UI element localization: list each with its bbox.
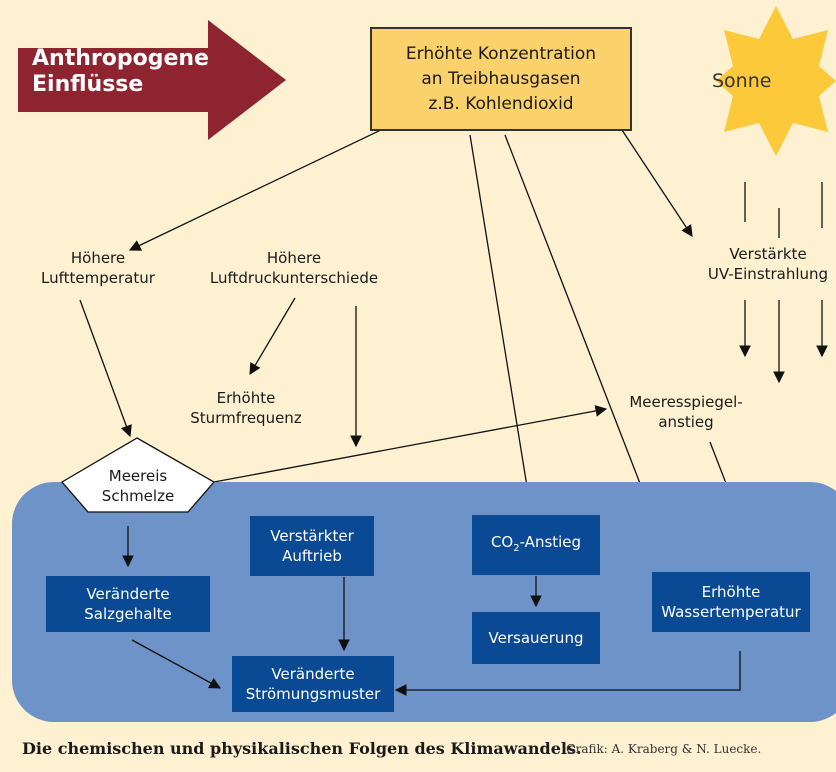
sea-ice-label: Meereis Schmelze <box>88 466 188 506</box>
sea-ice-line-1: Meereis <box>108 467 168 485</box>
air-temp-label: Höhere Lufttemperatur <box>38 248 158 288</box>
acidification-box: Versauerung <box>472 612 600 664</box>
storm-line-1: Erhöhte <box>216 389 276 407</box>
sun-label: Sonne <box>712 70 772 92</box>
co2-label: CO2-Anstieg <box>491 532 581 559</box>
storm-line-2: Sturmfrequenz <box>190 409 302 427</box>
concentration-line-1: Erhöhte Konzentration <box>405 43 597 64</box>
credit: Grafik: A. Kraberg & N. Luecke. <box>566 742 762 756</box>
uv-line-2: UV-Einstrahlung <box>707 265 829 283</box>
sea-ice-line-2: Schmelze <box>101 487 175 505</box>
salinity-box: Veränderte Salzgehalte <box>46 576 210 632</box>
currents-box: Veränderte Strömungsmuster <box>232 656 394 712</box>
storm-label: Erhöhte Sturmfrequenz <box>176 388 316 428</box>
caption: Die chemischen und physikalischen Folgen… <box>22 739 582 758</box>
arrow-sea-ice-to-sea-level <box>213 405 608 483</box>
air-pressure-label: Höhere Luftdruckunterschiede <box>196 248 392 288</box>
sea-ice-shape <box>60 437 216 513</box>
air-temp-line-2: Lufttemperatur <box>41 269 155 287</box>
sun-icon <box>716 6 836 156</box>
salinity-line-2: Salzgehalte <box>84 605 172 623</box>
influence-line-1: Anthropogene <box>32 46 209 71</box>
concentration-box: Erhöhte Konzentration an Treibhausgasen … <box>370 27 632 131</box>
co2-suffix: -Anstieg <box>519 532 582 551</box>
ocean-area <box>12 482 836 722</box>
arrow-water-temp-to-currents <box>394 651 741 696</box>
air-temp-line-1: Höhere <box>70 249 126 267</box>
currents-line-2: Strömungsmuster <box>245 685 381 703</box>
arrow-salinity-to-currents <box>131 639 222 689</box>
influence-label: Anthropogene Einflüsse <box>32 46 209 98</box>
acidification-label: Versauerung <box>488 629 584 647</box>
co2-box: CO2-Anstieg <box>472 515 600 575</box>
upwelling-line-1: Verstärkter <box>270 527 354 545</box>
salinity-line-1: Veränderte <box>86 585 170 603</box>
arrow-pressure-to-storm <box>249 297 296 376</box>
concentration-line-2: an Treibhausgasen <box>421 68 581 89</box>
water-temp-line-1: Erhöhte <box>701 583 761 601</box>
uv-label: Verstärkte UV-Einstrahlung <box>700 244 836 284</box>
sea-level-label: Meeresspiegel- anstieg <box>616 392 756 432</box>
water-temp-box: Erhöhte Wassertemperatur <box>652 572 810 632</box>
arrow-conc-to-co2 <box>469 134 535 507</box>
arrow-air-temp-to-sea-ice <box>79 299 132 438</box>
sea-level-line-1: Meeresspiegel- <box>629 393 743 411</box>
co2-subscript: 2 <box>513 542 520 554</box>
water-temp-line-2: Wassertemperatur <box>661 603 801 621</box>
influence-arrow-shape <box>18 20 286 140</box>
upwelling-line-2: Auftrieb <box>282 547 342 565</box>
sea-level-line-2: anstieg <box>658 413 714 431</box>
arrow-conc-to-uv <box>621 129 693 237</box>
co2-prefix: CO <box>490 532 514 551</box>
air-pressure-line-2: Luftdruckunterschiede <box>209 269 379 287</box>
air-pressure-line-1: Höhere <box>266 249 322 267</box>
currents-line-1: Veränderte <box>271 665 355 683</box>
concentration-line-3: z.B. Kohlendioxid <box>428 93 574 114</box>
influence-line-2: Einflüsse <box>32 72 144 97</box>
uv-line-1: Verstärkte <box>729 245 807 263</box>
upwelling-box: Verstärkter Auftrieb <box>250 516 374 576</box>
arrow-conc-to-air-temp <box>128 127 386 251</box>
